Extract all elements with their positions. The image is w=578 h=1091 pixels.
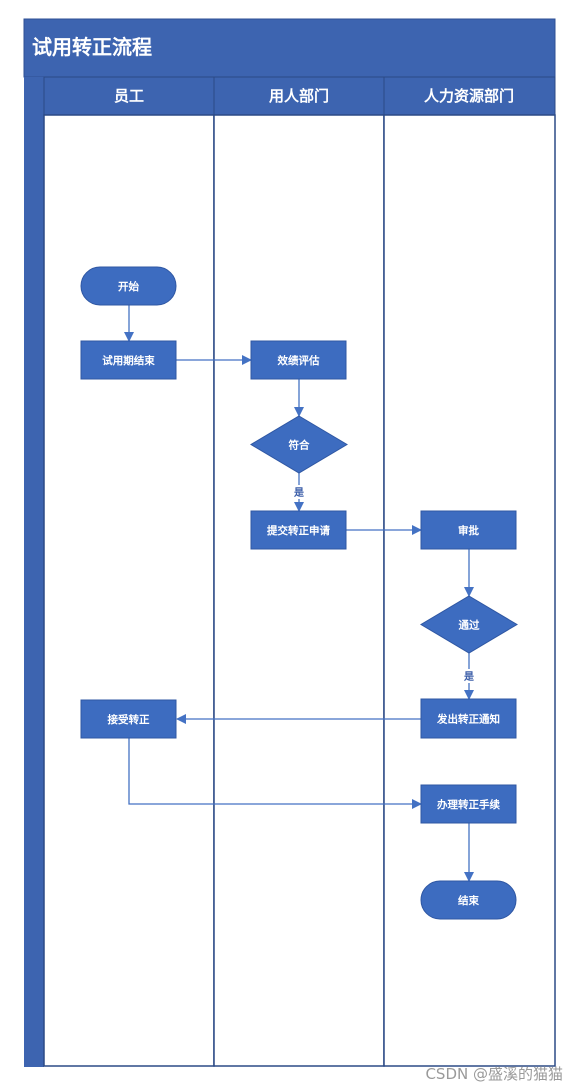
edge-accept-to-procedure <box>128 738 422 809</box>
node-end: 结束 <box>420 880 517 920</box>
lane-header-hr: 人力资源部门 <box>383 76 556 116</box>
node-label: 发出转正通知 <box>436 713 500 726</box>
title-bar: 试用转正流程 <box>23 18 556 78</box>
node-label: 提交转正申请 <box>267 524 330 537</box>
lane-label-hr: 人力资源部门 <box>424 87 514 105</box>
node-label: 符合 <box>289 439 310 452</box>
node-label: 办理转正手续 <box>437 798 500 811</box>
node-label: 审批 <box>458 524 479 537</box>
node-qualify-decision: 符合 <box>250 415 348 474</box>
node-label: 开始 <box>118 280 139 293</box>
node-label: 试用期结束 <box>102 354 155 367</box>
edge-label-approved-yes: 是 <box>460 669 478 683</box>
lane-body-dept <box>213 114 385 1067</box>
node-probation-end: 试用期结束 <box>80 340 177 380</box>
edge-label-text: 是 <box>293 487 304 499</box>
lane-label-dept: 用人部门 <box>269 87 329 105</box>
lane-header-dept: 用人部门 <box>213 76 385 116</box>
node-label: 结束 <box>458 894 479 907</box>
node-label: 接受转正 <box>108 713 150 726</box>
pool-side-band <box>24 77 44 1067</box>
lane-body-employee <box>43 114 215 1067</box>
node-review: 审批 <box>420 510 517 550</box>
node-notify: 发出转正通知 <box>420 698 517 739</box>
edge-label-text: 是 <box>463 671 474 683</box>
node-procedure: 办理转正手续 <box>420 784 517 824</box>
edge-label-qualify-yes: 是 <box>290 485 308 499</box>
node-approved-decision: 通过 <box>420 595 518 654</box>
diagram-title: 试用转正流程 <box>32 35 152 59</box>
node-submit: 提交转正申请 <box>250 510 347 550</box>
lane-header-employee: 员工 <box>43 76 215 116</box>
lane-label-employee: 员工 <box>114 87 144 105</box>
watermark: CSDN @盛溪的猫猫 <box>425 1065 563 1083</box>
node-evaluate: 效绩评估 <box>250 340 347 380</box>
node-label: 通过 <box>459 619 480 632</box>
node-accept: 接受转正 <box>80 699 177 739</box>
node-start: 开始 <box>80 266 177 306</box>
edges <box>124 305 474 882</box>
node-label: 效绩评估 <box>278 354 320 367</box>
